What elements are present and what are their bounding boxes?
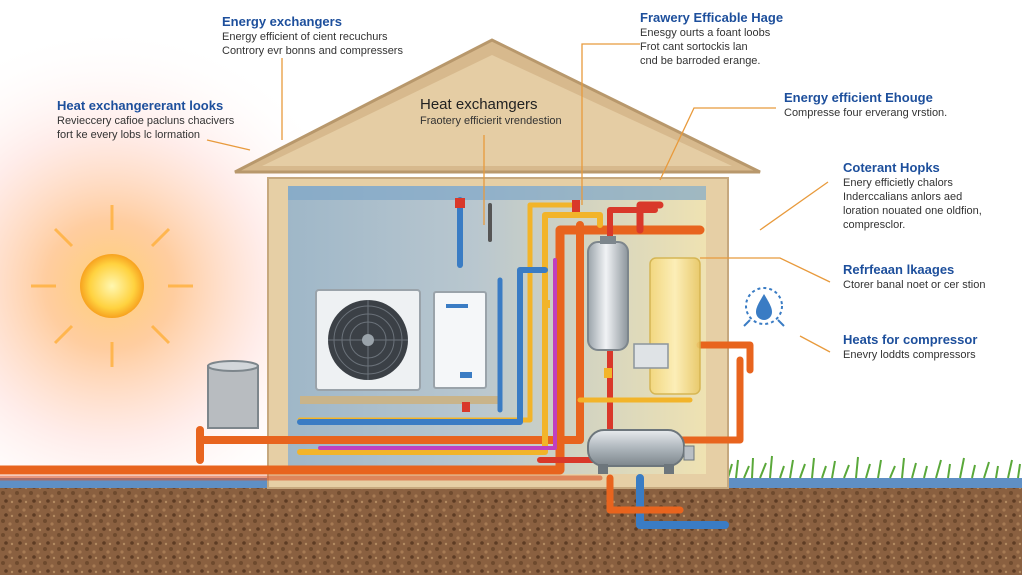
soil-ground	[0, 485, 1022, 575]
label-title: Heat exchamgers	[420, 96, 538, 113]
label-desc: Enery efficietly chalors Inderccalians a…	[843, 176, 982, 232]
label-heat-exchanger-leaks: Heat exchangererant looks Revieccery caf…	[57, 98, 234, 142]
label-title: Frawery Efficable Hage	[640, 10, 784, 25]
label-refrigerant-leakages: Refrfeaan lkaages Ctorer banal noet or c…	[843, 262, 985, 292]
label-desc: Energy efficient of cient recuchurs Cont…	[222, 30, 403, 57]
label-heat-exchangers-center: Heat exchamgers Fraotery efficierit vren…	[420, 96, 562, 128]
label-desc: Compresse four erverang vrstion.	[784, 106, 948, 119]
leader-lines	[206, 43, 831, 353]
label-title: Coterant Hopks	[843, 160, 940, 175]
label-energy-efficient-ehouge: Energy efficient Ehouge Compresse four e…	[784, 90, 947, 120]
drop-badge-icon	[743, 287, 785, 327]
label-desc: Enevry loddts compressors	[843, 348, 976, 361]
label-coterant-hopks: Coterant Hopks Enery efficietly chalors …	[843, 160, 982, 232]
label-desc: Enesgy ourts a foant loobs Frot cant sor…	[640, 26, 771, 67]
grass	[727, 455, 1021, 479]
water-tank-icon	[587, 236, 629, 351]
label-title: Energy exchangers	[222, 14, 342, 29]
label-desc: Ctorer banal noet or cer stion	[843, 278, 986, 291]
buffer-tank-icon	[633, 257, 701, 395]
label-frawery-efficable: Frawery Efficable Hage Enesgy ourts a fo…	[640, 10, 783, 68]
label-title: Heat exchangererant looks	[57, 98, 224, 113]
label-title: Refrfeaan lkaages	[843, 262, 955, 277]
valves	[455, 198, 612, 412]
outdoor-unit-icon	[315, 289, 421, 391]
label-desc: Fraotery efficierit vrendestion	[420, 115, 562, 127]
label-energy-exchangers: Energy exchangers Energy efficient of ci…	[222, 14, 403, 58]
storage-drum-icon	[207, 360, 259, 429]
sun-icon	[31, 205, 193, 367]
label-title: Energy efficient Ehouge	[784, 90, 933, 105]
label-heats-for-compressor: Heats for compressor Enevry loddts compr…	[843, 332, 977, 362]
compressor-icon	[587, 429, 695, 474]
label-desc: Revieccery cafioe pacluns chacivers fort…	[57, 114, 235, 141]
indoor-unit-icon	[433, 291, 487, 389]
label-title: Heats for compressor	[843, 332, 978, 347]
